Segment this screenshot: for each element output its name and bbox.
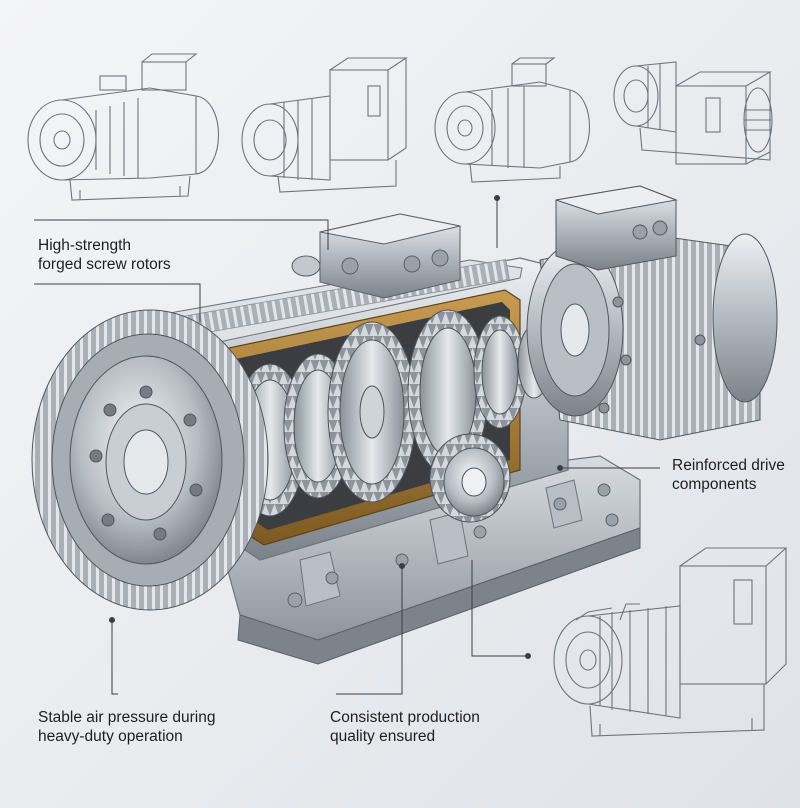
callout-line: Stable air pressure during bbox=[38, 709, 216, 726]
callout-line: quality ensured bbox=[330, 728, 436, 745]
callout-line: forged screw rotors bbox=[38, 256, 171, 273]
callout-line: components bbox=[672, 476, 757, 493]
leader-lines bbox=[34, 195, 660, 695]
terminal-box-icon bbox=[319, 213, 461, 299]
callout-line: Reinforced drive bbox=[672, 457, 785, 474]
cooling-fan-icon bbox=[31, 309, 269, 611]
main-gearbox bbox=[31, 185, 778, 665]
motor-sketch-icon bbox=[27, 53, 773, 201]
callout-reinforced-drive: Reinforced drive components bbox=[672, 456, 785, 494]
callout-stable-air-pressure: Stable air pressure during heavy-duty op… bbox=[38, 708, 216, 746]
callout-forged-screw-rotors: High-strength forged screw rotors bbox=[38, 236, 171, 274]
callout-production-quality: Consistent production quality ensured bbox=[330, 708, 480, 746]
motor-sketch-icon bbox=[553, 547, 788, 737]
callout-line: Consistent production bbox=[330, 709, 480, 726]
callout-line: High-strength bbox=[38, 237, 132, 254]
callout-line: heavy-duty operation bbox=[38, 728, 183, 745]
drive-motor bbox=[526, 185, 778, 441]
